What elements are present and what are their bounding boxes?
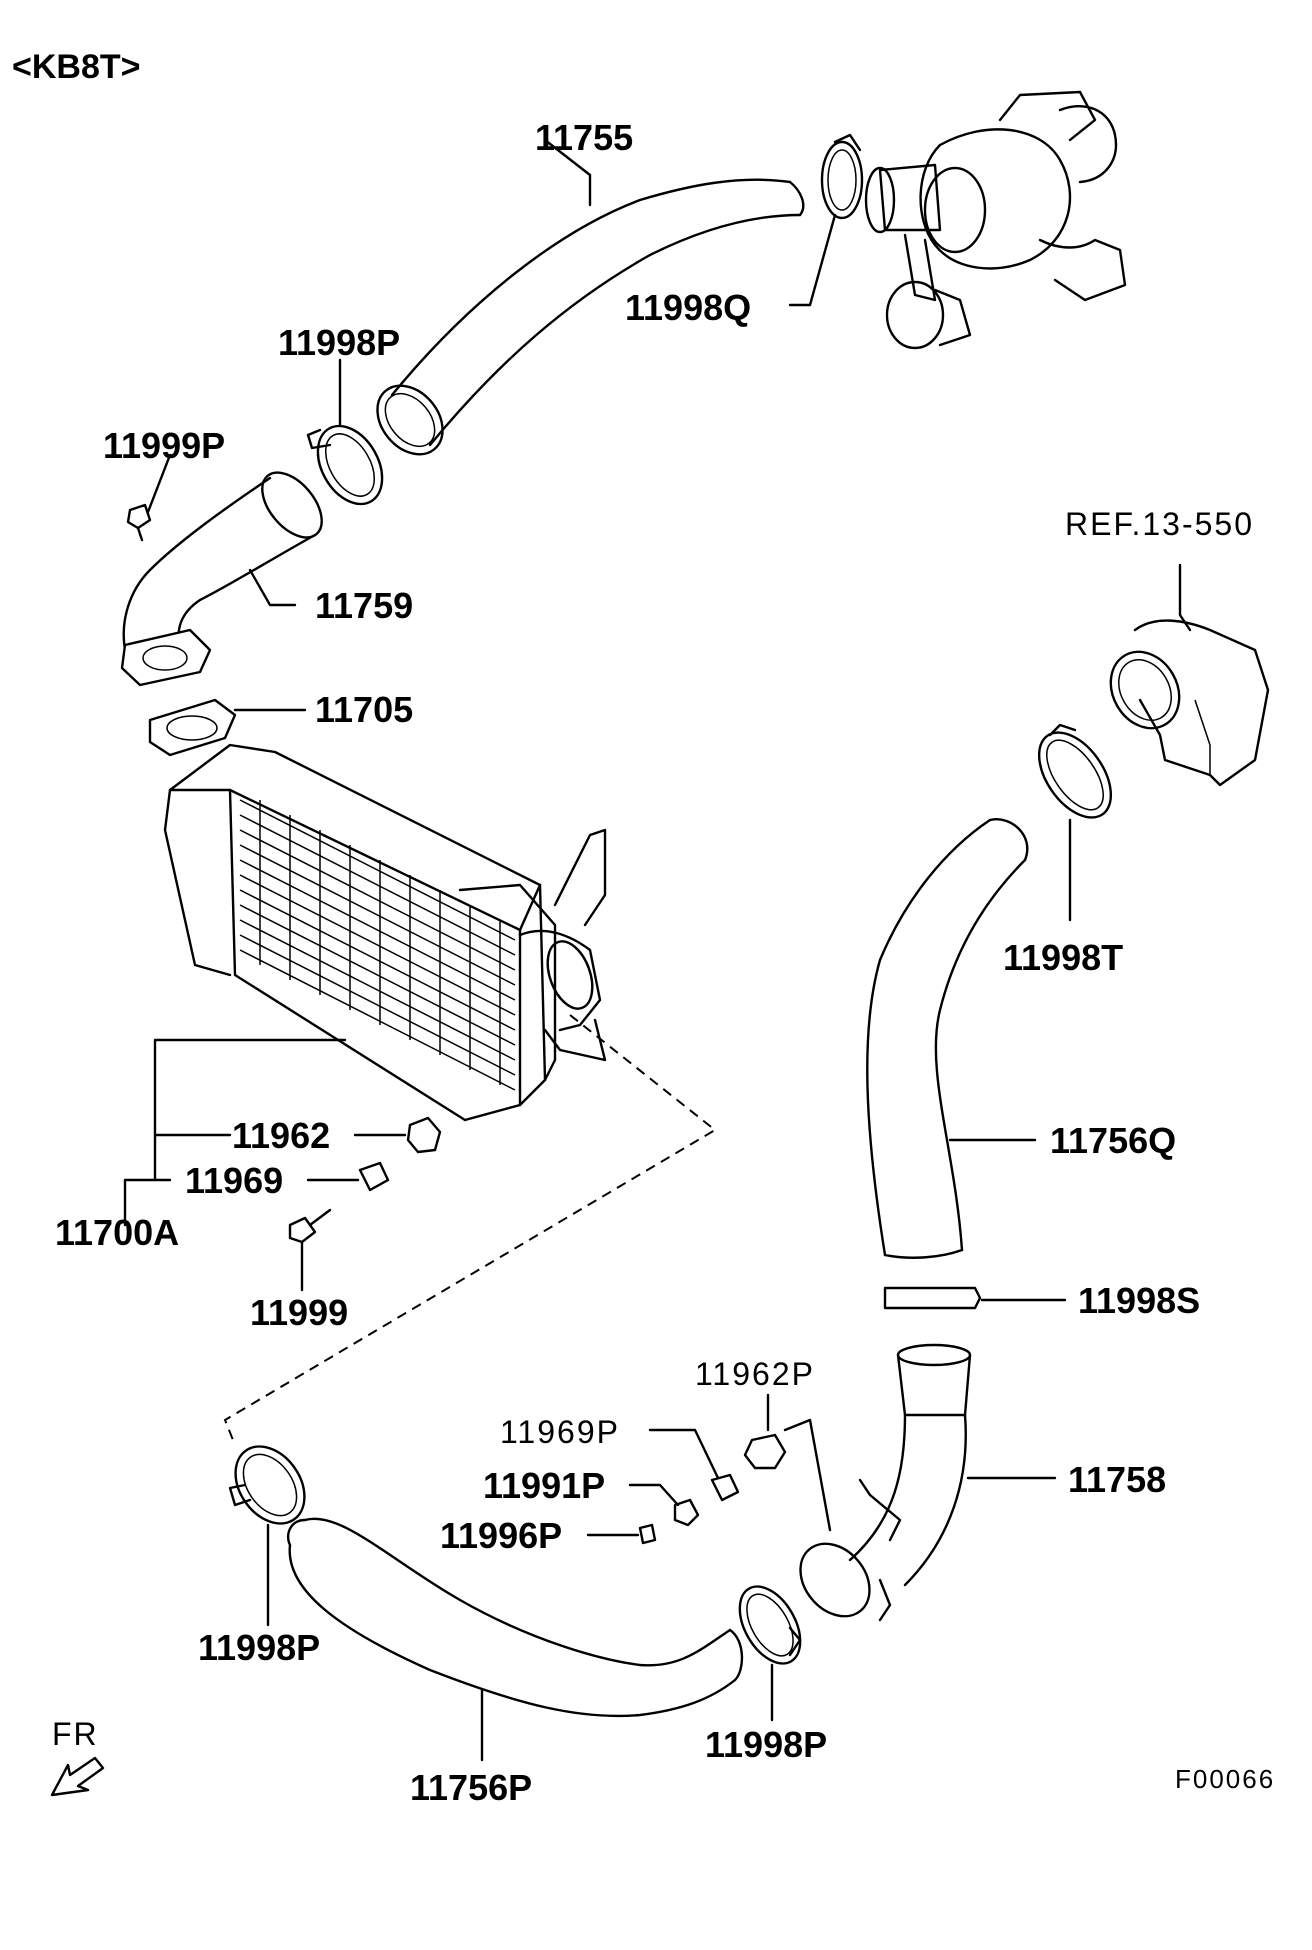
label-11998S: 11998S bbox=[1078, 1280, 1200, 1321]
front-arrow-icon bbox=[50, 1756, 105, 1797]
label-11705: 11705 bbox=[315, 689, 413, 730]
diagram-code: <KB8T> bbox=[12, 48, 141, 86]
bolt-11999P bbox=[126, 453, 172, 542]
collar-11969P bbox=[648, 1428, 740, 1502]
nut-11962 bbox=[353, 1116, 442, 1154]
gasket-11705 bbox=[148, 698, 307, 757]
collar-11969 bbox=[306, 1161, 390, 1192]
pipe-11758 bbox=[799, 1343, 1057, 1622]
clamp-11998P-lower-left bbox=[228, 1445, 306, 1627]
clamp-11998Q bbox=[788, 133, 864, 307]
label-11998P-lower-left: 11998P bbox=[198, 1627, 320, 1668]
label-11962P: 11962P bbox=[695, 1356, 815, 1392]
hose-11756Q bbox=[866, 818, 1037, 1259]
label-11998Q: 11998Q bbox=[625, 287, 751, 328]
connection-dashed-line bbox=[223, 1014, 717, 1446]
front-label: FR bbox=[52, 1716, 99, 1752]
label-11998T: 11998T bbox=[1003, 937, 1123, 978]
label-11998P-lower-right: 11998P bbox=[705, 1724, 827, 1765]
pipe-11759 bbox=[120, 471, 323, 687]
figure-code: F00066 bbox=[1175, 1764, 1275, 1794]
intercooler-11700A bbox=[163, 743, 607, 1122]
label-11755: 11755 bbox=[535, 117, 633, 158]
reference-label: REF.13-550 bbox=[1065, 506, 1254, 542]
throttle-body-ref bbox=[1109, 563, 1270, 787]
label-11999P: 11999P bbox=[103, 425, 225, 466]
nut-11991P bbox=[628, 1483, 700, 1527]
hose-11756P bbox=[286, 1517, 744, 1762]
clamp-11998P-upper bbox=[306, 358, 384, 506]
label-11969: 11969 bbox=[185, 1160, 283, 1201]
label-11756P: 11756P bbox=[410, 1767, 532, 1808]
label-11756Q: 11756Q bbox=[1050, 1120, 1176, 1161]
label-11759: 11759 bbox=[315, 585, 413, 626]
label-11700A: 11700A bbox=[55, 1212, 179, 1253]
label-11998P-upper: 11998P bbox=[278, 322, 400, 363]
nut-11962P bbox=[743, 1393, 832, 1532]
label-11996P: 11996P bbox=[440, 1515, 562, 1556]
bolt-11999 bbox=[288, 1208, 332, 1292]
label-11999: 11999 bbox=[250, 1292, 348, 1333]
clamp-11998T bbox=[1037, 723, 1113, 922]
hose-11755 bbox=[376, 138, 805, 456]
front-direction-indicator: FR bbox=[50, 1716, 105, 1797]
turbocharger bbox=[864, 90, 1127, 350]
label-11962: 11962 bbox=[232, 1115, 330, 1156]
clamp-11998P-lower-right bbox=[738, 1585, 802, 1722]
label-11758: 11758 bbox=[1068, 1459, 1166, 1500]
label-11991P: 11991P bbox=[483, 1465, 605, 1506]
clamp-11998S bbox=[883, 1286, 1067, 1310]
label-11969P: 11969P bbox=[500, 1414, 620, 1450]
nut-11996P bbox=[586, 1523, 657, 1545]
